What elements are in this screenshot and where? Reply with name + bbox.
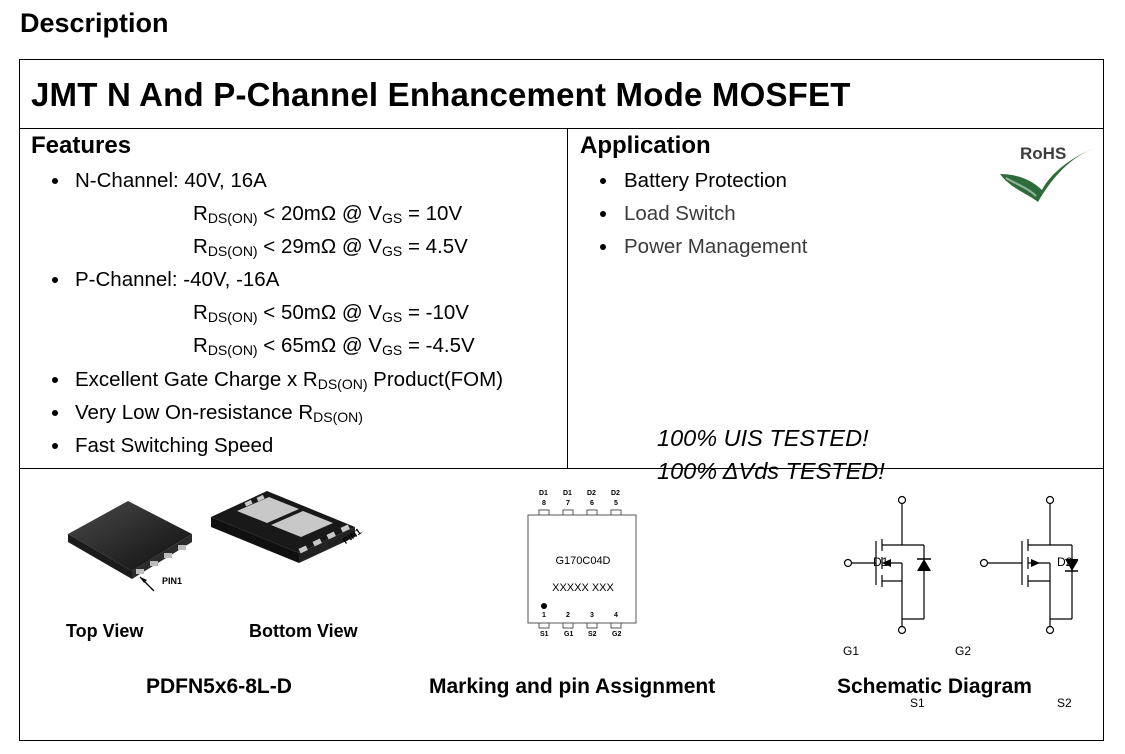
column-divider [567,128,569,468]
pin-label: S2 [588,631,597,638]
document-title: JMT N And P-Channel Enhancement Mode MOS… [31,76,851,113]
n-channel-rds-4v5: RDS(ON) < 29mΩ @ VGS = 4.5V [193,235,468,259]
pin-label-d2: D2 [1057,555,1073,569]
marking-diagram: D1 D1 D2 D2 8 7 6 5 G170C04D XXXXX XXX 1… [518,487,648,652]
pin-label: G1 [564,631,574,638]
application-item: Load Switch [624,202,736,225]
marking-outline [527,509,637,629]
description-table: JMT N And P-Channel Enhancement Mode MOS… [19,59,1104,741]
dvds-tested-note: 100% ΔVds TESTED! [657,458,885,484]
marking-caption: Marking and pin Assignment [429,675,716,698]
package-bottom-view-image [211,491,355,563]
pin-number: 3 [590,612,594,619]
n-channel-rds-10v: RDS(ON) < 20mΩ @ VGS = 10V [193,202,463,226]
pin-label-s2: S2 [1057,696,1072,710]
pin-label: D2 [611,490,620,497]
pin-label-g1: G1 [843,644,860,658]
top-view-label: Top View [66,621,144,641]
gate-charge-feature: Excellent Gate Charge x RDS(ON) Product(… [75,368,504,392]
figures-row: PIN1 PIN1 Top View Bottom View PDFN5x6-8… [20,469,1103,742]
fast-switching-feature: Fast Switching Speed [75,434,274,457]
low-on-resistance-feature: Very Low On-resistance RDS(ON) [75,401,363,425]
p-channel-rds-4v5: RDS(ON) < 65mΩ @ VGS = -4.5V [193,334,475,358]
uis-tested-note: 100% UIS TESTED! [657,425,869,451]
bullet-icon [52,178,58,184]
pin-label-g2: G2 [955,644,972,658]
pin-label: D1 [563,490,572,497]
pin-number: 1 [542,612,546,619]
pin-label: D1 [539,490,548,497]
title-row: JMT N And P-Channel Enhancement Mode MOS… [20,60,1103,129]
package-top-view-image [68,501,192,592]
pin-label-s1: S1 [910,696,925,710]
bullet-icon [52,377,58,383]
pin1-label: PIN1 [162,576,183,586]
bullet-icon [600,211,606,217]
pin-number: 8 [542,500,546,507]
package-caption: PDFN5x6-8L-D [146,675,292,698]
rohs-label: RoHS [1020,144,1067,163]
marking-lot-code: XXXXX XXX [552,582,614,594]
pin-number: 5 [614,500,618,507]
bottom-view-label: Bottom View [249,621,358,641]
pin-label: G2 [612,631,622,638]
bullet-icon [52,277,58,283]
pin-label-d1: D1 [873,555,889,569]
section-heading: Description [20,8,169,38]
bullet-icon [52,410,58,416]
rohs-logo: RoHS [998,144,1098,210]
p-channel-spec: P-Channel: -40V, -16A [75,268,280,291]
bullet-icon [600,178,606,184]
pin-number: 6 [590,500,594,507]
bullet-icon [52,443,58,449]
schematic-caption: Schematic Diagram [837,675,1032,698]
features-application-row: Features N-Channel: 40V, 16A RDS(ON) < 2… [20,128,1103,484]
application-heading: Application [580,132,711,159]
application-item: Power Management [624,235,808,258]
pin-number: 4 [614,612,618,619]
pin-label: D2 [587,490,596,497]
rohs-check-icon [1000,148,1094,202]
p-channel-rds-10v: RDS(ON) < 50mΩ @ VGS = -10V [193,301,469,325]
features-heading: Features [31,132,132,159]
application-item: Battery Protection [624,169,787,192]
schematic-diagram [843,495,1078,635]
marking-code: G170C04D [555,555,611,567]
bullet-icon [600,244,606,250]
pin-label: S1 [540,631,549,638]
n-channel-spec: N-Channel: 40V, 16A [75,169,267,192]
pin-number: 2 [566,612,570,619]
pin-number: 7 [566,500,570,507]
